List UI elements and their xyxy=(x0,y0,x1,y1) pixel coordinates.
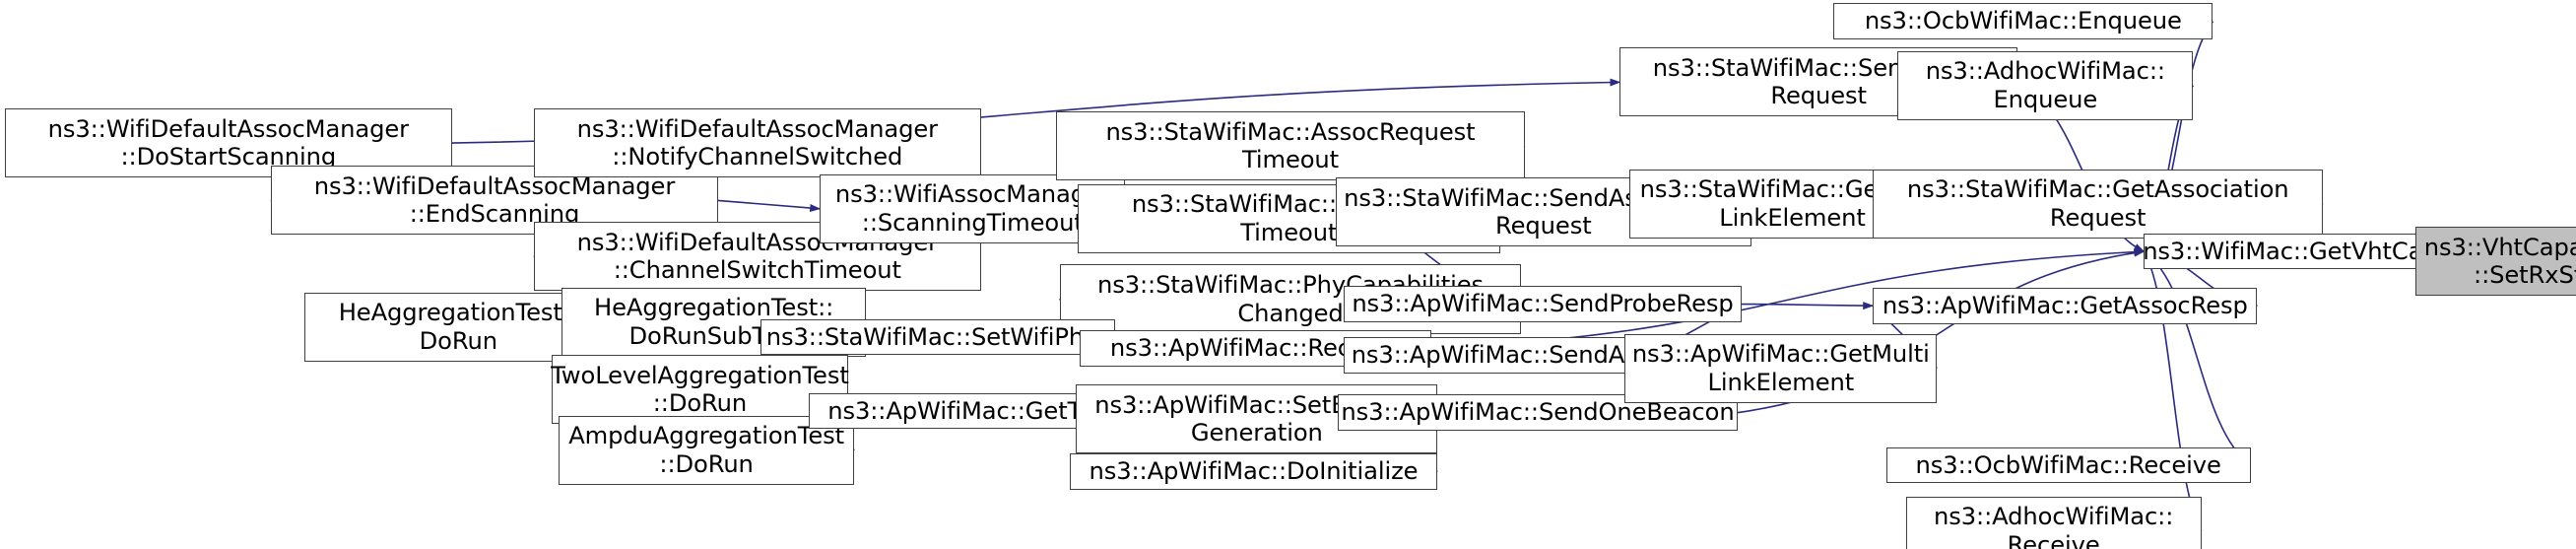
graph-edge xyxy=(1741,302,1875,310)
graph-node[interactable]: ns3::StaWifiMac::GetAssociation Request xyxy=(1873,169,2324,239)
graph-node[interactable]: ns3::ApWifiMac::GetMulti LinkElement xyxy=(1624,333,1938,403)
graph-node[interactable]: ns3::AdhocWifiMac:: Receive xyxy=(1905,496,2202,549)
graph-node[interactable]: ns3::ApWifiMac::GetAssocResp xyxy=(1873,287,2258,324)
graph-node[interactable]: ns3::StaWifiMac::SetWifiPhys xyxy=(760,318,1116,356)
graph-node[interactable]: HeAggregationTest:: DoRun xyxy=(303,292,614,362)
graph-node[interactable]: ns3::OcbWifiMac::Receive xyxy=(1885,446,2251,484)
graph-node[interactable]: ns3::ApWifiMac::DoInitialize xyxy=(1069,453,1438,490)
graph-node[interactable]: ns3::AdhocWifiMac:: Enqueue xyxy=(1897,50,2194,120)
graph-node[interactable]: ns3::StaWifiMac::AssocRequest Timeout xyxy=(1056,111,1525,181)
graph-edge xyxy=(2143,250,2252,466)
graph-node[interactable]: ns3::VhtCapabilities ::SetRxStbc xyxy=(2414,227,2576,297)
graph-node[interactable]: TwoLevelAggregationTest ::DoRun xyxy=(551,355,849,425)
graph-node[interactable]: ns3::OcbWifiMac::Enqueue xyxy=(1833,3,2213,40)
graph-edge xyxy=(717,199,822,212)
graph-node[interactable]: ns3::ApWifiMac::SendProbeResp xyxy=(1344,286,1742,322)
graph-node[interactable]: ns3::WifiDefaultAssocManager ::NotifyCha… xyxy=(534,108,981,178)
